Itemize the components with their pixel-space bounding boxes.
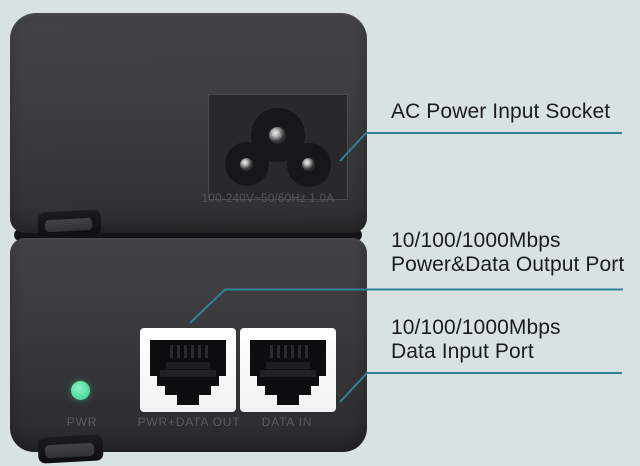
callout-line-ac-socket [339,132,622,162]
injector-top-unit [10,13,367,233]
port-label-power-data-out: PWR+DATA OUT [137,415,241,429]
ac-socket-pin [240,158,253,171]
callout-line-data-in [339,372,622,403]
port-label-data-in: DATA IN [261,415,313,429]
rj45-port-power-data-out [140,328,236,412]
rj45-port-data-in [240,328,336,412]
ac-socket-pin [302,158,315,171]
led-label: PWR [66,415,98,429]
callout-text-line: 10/100/1000Mbps [391,229,561,252]
mounting-clip-bottom [37,434,104,464]
callout-text-line: Power&Data Output Port [391,253,625,276]
ac-socket-pin [269,127,286,144]
rj45-jack-icon [250,340,326,405]
mounting-clip-face [44,217,93,233]
callout-power-data-output-port: 10/100/1000Mbps Power&Data Output Port [391,229,624,277]
ac-rating-label: 100-240V~50/60Hz 1.0A [201,193,335,205]
callout-ac-power-input-socket: AC Power Input Socket [391,100,610,124]
ac-power-socket [208,94,348,200]
rj45-jack-icon [150,340,226,405]
mounting-clip-face [44,442,95,459]
callout-text-line: 10/100/1000Mbps [391,316,561,339]
callout-text-line: AC Power Input Socket [391,100,611,123]
callout-text-line: Data Input Port [391,340,534,363]
power-led [71,381,90,400]
callout-data-input-port: 10/100/1000Mbps Data Input Port [391,316,561,364]
mounting-clip-top [37,209,102,238]
